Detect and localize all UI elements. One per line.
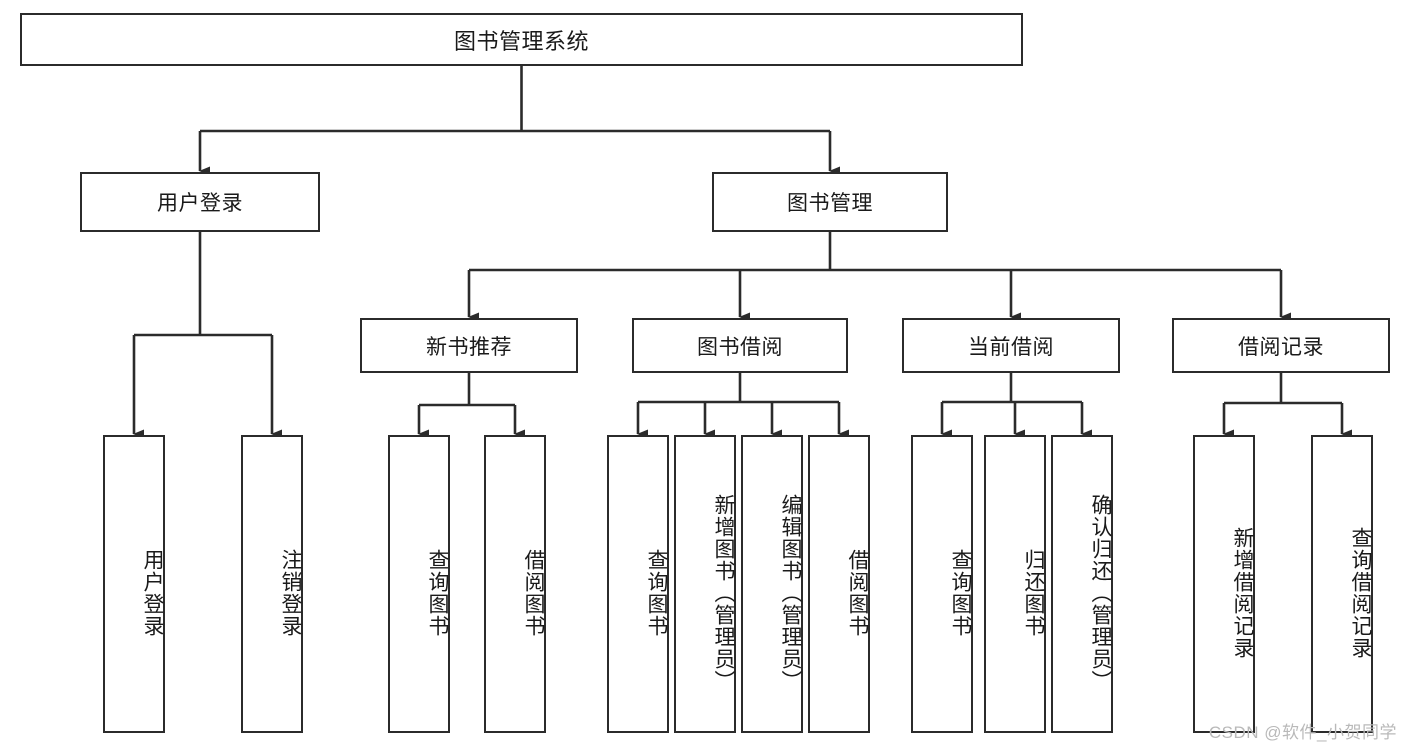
node-newbook[interactable]: 新书推荐 — [360, 318, 578, 373]
node-borrow-add[interactable]: 新增图书（管理员） — [674, 435, 736, 733]
node-label: 查询图书 — [645, 549, 668, 637]
node-login-user[interactable]: 用户登录 — [103, 435, 165, 733]
watermark-label: CSDN @软件_小贺同学 — [1208, 723, 1397, 742]
node-records-add[interactable]: 新增借阅记录 — [1193, 435, 1255, 733]
node-label: 新增图书（管理员） — [712, 494, 735, 692]
node-label: 图书管理系统 — [453, 28, 589, 54]
node-label: 用户登录 — [141, 549, 164, 637]
node-borrow-lend[interactable]: 借阅图书 — [808, 435, 870, 733]
node-label: 借阅图书 — [522, 549, 545, 637]
node-borrow[interactable]: 图书借阅 — [632, 318, 848, 373]
node-label: 编辑图书（管理员） — [779, 494, 802, 692]
node-newbook-borrow[interactable]: 借阅图书 — [484, 435, 546, 733]
node-root[interactable]: 图书管理系统 — [20, 13, 1023, 66]
node-login[interactable]: 用户登录 — [80, 172, 320, 232]
node-label: 图书管理 — [787, 192, 873, 215]
node-label: 新书推荐 — [426, 335, 512, 359]
node-label: 借阅图书 — [846, 549, 869, 637]
node-bookmgmt[interactable]: 图书管理 — [712, 172, 948, 232]
node-label: 查询图书 — [949, 549, 972, 637]
node-label: 查询借阅记录 — [1349, 527, 1372, 659]
node-records-query[interactable]: 查询借阅记录 — [1311, 435, 1373, 733]
node-label: 当前借阅 — [968, 335, 1054, 359]
node-label: 图书借阅 — [697, 335, 783, 359]
node-borrow-edit[interactable]: 编辑图书（管理员） — [741, 435, 803, 733]
node-label: 新增借阅记录 — [1231, 527, 1254, 659]
node-label: 归还图书 — [1022, 549, 1045, 637]
node-login-logout[interactable]: 注销登录 — [241, 435, 303, 733]
node-label: 用户登录 — [157, 192, 243, 215]
node-current-query[interactable]: 查询图书 — [911, 435, 973, 733]
node-current-return[interactable]: 归还图书 — [984, 435, 1046, 733]
node-label: 确认归还（管理员） — [1089, 494, 1112, 692]
node-current-confirm[interactable]: 确认归还（管理员） — [1051, 435, 1113, 733]
node-newbook-query[interactable]: 查询图书 — [388, 435, 450, 733]
node-label: 注销登录 — [279, 549, 302, 637]
node-current[interactable]: 当前借阅 — [902, 318, 1120, 373]
node-records[interactable]: 借阅记录 — [1172, 318, 1390, 373]
node-label: 借阅记录 — [1238, 335, 1324, 359]
node-label: 查询图书 — [426, 549, 449, 637]
node-borrow-query[interactable]: 查询图书 — [607, 435, 669, 733]
